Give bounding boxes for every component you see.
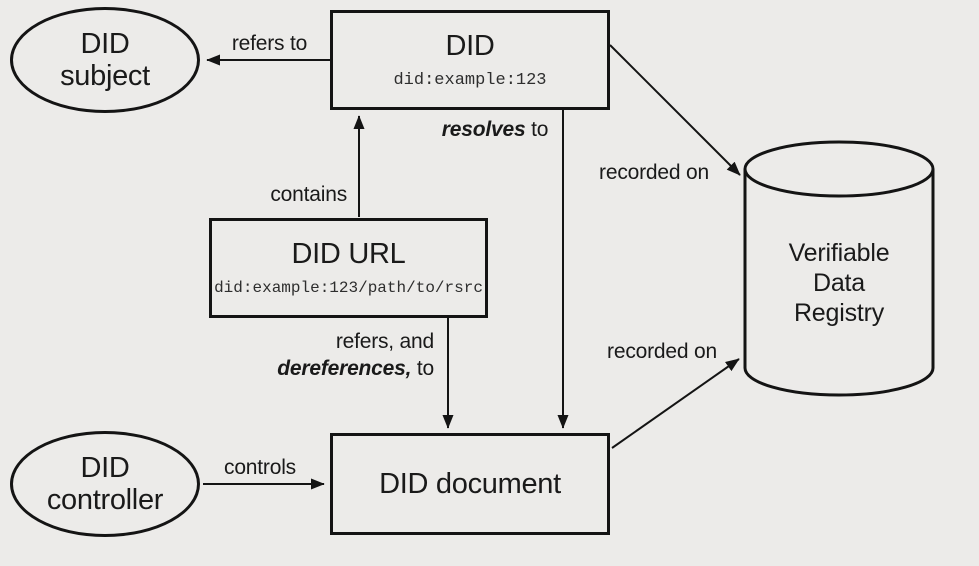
refers-to-label: refers to [231, 32, 308, 55]
did-url-title: DID URL [291, 238, 406, 270]
did-title: DID [445, 29, 495, 62]
controls-label: controls [224, 456, 296, 479]
did-node: DID did:example:123 [330, 10, 610, 110]
recorded-on-bottom-arrow [611, 358, 740, 449]
did-identifier: did:example:123 [393, 70, 547, 90]
contains-label: contains [270, 183, 347, 206]
recorded-on-top-arrow [609, 44, 741, 176]
did-controller-label-line2: controller [46, 484, 164, 516]
dereferences-to-suffix: to [411, 357, 434, 380]
dereferences-to-line2: dereferences, to [238, 355, 434, 382]
did-subject-node: DID subject [10, 7, 200, 113]
registry-label-line3: Registry [793, 299, 885, 327]
did-controller-label-line1: DID [80, 452, 130, 484]
did-subject-label-line2: subject [60, 60, 150, 92]
recorded-on-top-label: recorded on [599, 161, 709, 184]
did-url-identifier: did:example:123/path/to/rsrc [214, 279, 483, 297]
registry-label-line1: Verifiable [788, 239, 890, 267]
dereferences-to-prefix-line: refers, and [335, 330, 434, 353]
registry-label-line2: Data [812, 269, 865, 297]
verifiable-data-registry-cylinder [743, 140, 935, 397]
did-controller-node: DID controller [10, 431, 200, 537]
dereferences-to-label: refers, and dereferences, to [238, 328, 434, 382]
did-document-title: DID document [379, 467, 561, 500]
dereferences-to-emphasis: dereferences, [277, 357, 412, 380]
did-document-node: DID document [330, 433, 610, 535]
did-subject-label-line1: DID [80, 28, 130, 60]
recorded-on-bottom-label: recorded on [607, 340, 717, 363]
resolves-to-emphasis: resolves [441, 118, 526, 141]
resolves-to-suffix: to [525, 118, 549, 141]
verifiable-data-registry-label: Verifiable Data Registry [745, 238, 933, 328]
did-url-node: DID URL did:example:123/path/to/rsrc [209, 218, 488, 318]
resolves-to-label: resolves to [430, 116, 560, 143]
